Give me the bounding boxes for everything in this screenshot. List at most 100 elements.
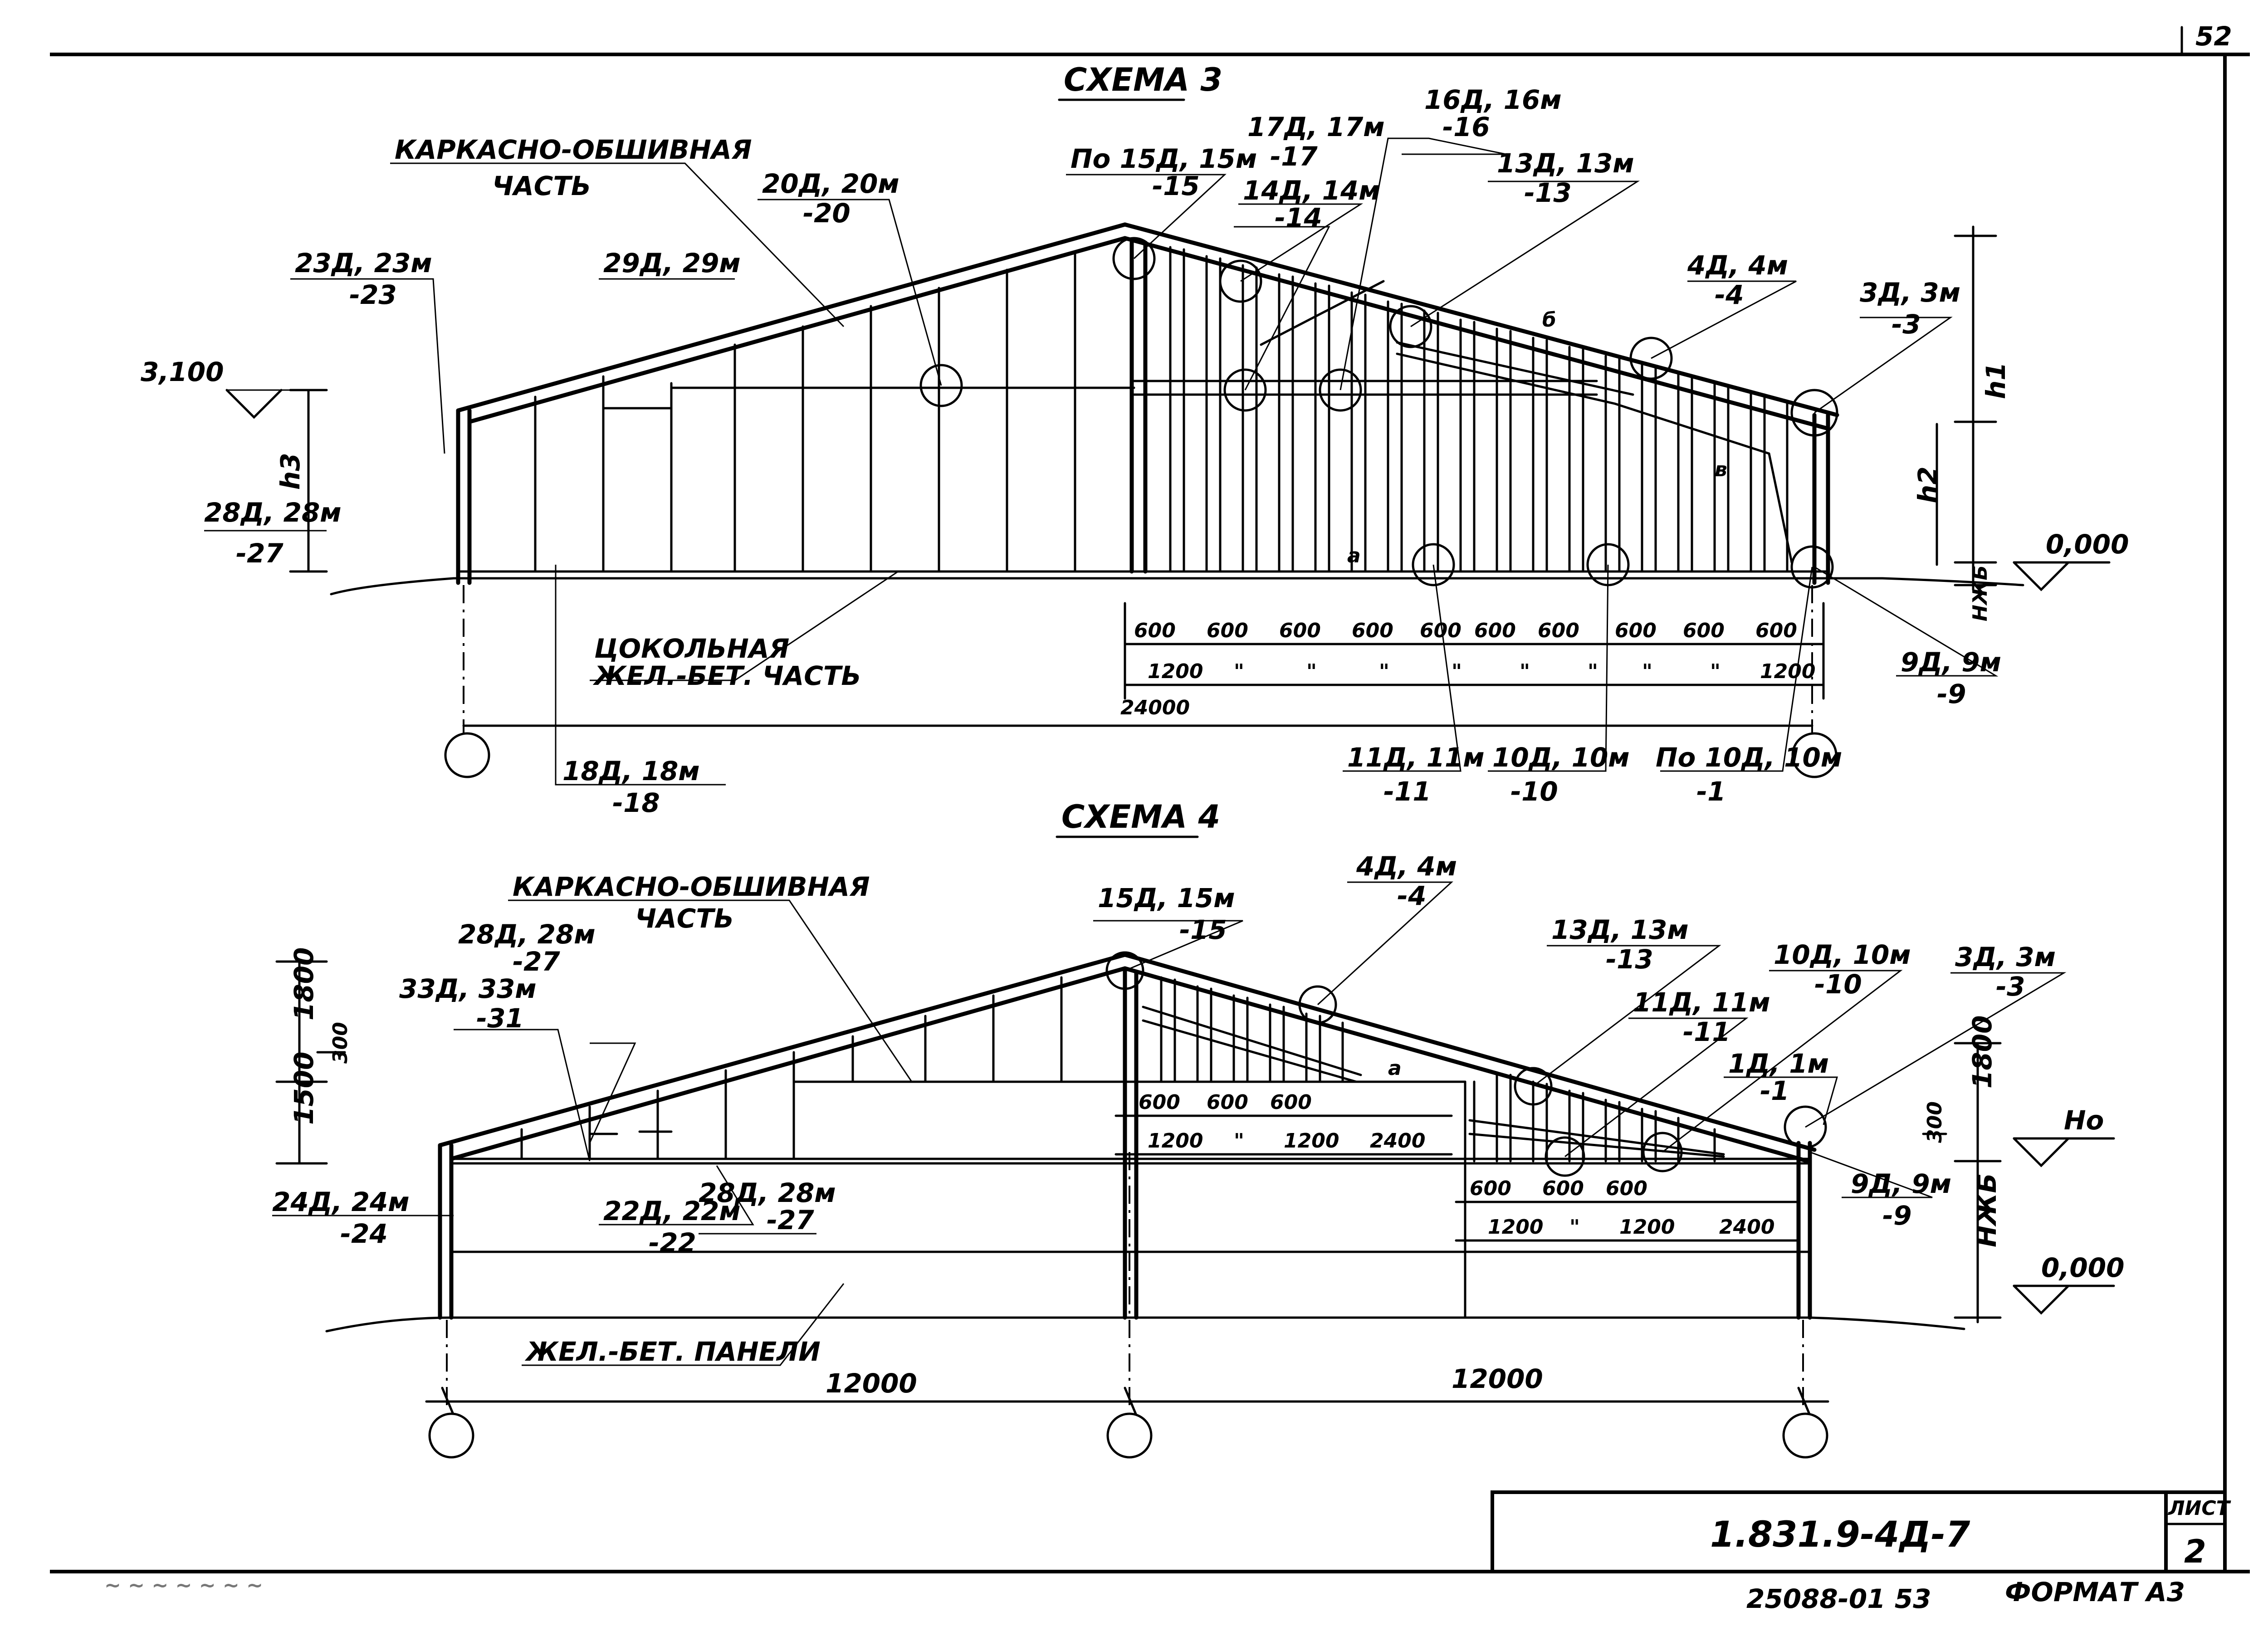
- s4-dimA-top-2: 600: [1207, 1091, 1248, 1114]
- s3-h3: h3: [275, 453, 306, 490]
- s3-callout-17-sub: -17: [1270, 141, 1318, 172]
- s3-label-plinth-2: ЖЕЛ.-БЕТ. ЧАСТЬ: [592, 660, 861, 691]
- s3-callout-23: 23Д, 23м: [295, 248, 432, 278]
- s3-callout-28-sub: -27: [236, 538, 284, 569]
- s4-callout-3-sub: -3: [1996, 971, 2025, 1002]
- s4-dimB-mid-2: ": [1569, 1216, 1580, 1239]
- s3-callout-13-sub: -13: [1524, 177, 1572, 208]
- s4-dimA-mid-1: 1200: [1148, 1129, 1203, 1153]
- s4-callout-24: 24Д, 24м: [272, 1187, 410, 1217]
- sheet-number: 2: [2184, 1533, 2206, 1570]
- s4-dimA-mid-2: ": [1234, 1129, 1244, 1153]
- scheme-3-axis-bubble-left: [444, 732, 490, 778]
- s3-callout-10: 10Д, 10м: [1492, 742, 1630, 773]
- s4-dimB-mid-3: 1200: [1619, 1216, 1675, 1239]
- s3-dim-mid-6: ": [1520, 660, 1530, 683]
- footer-left-faint: ~ ~ ~ ~ ~ ~ ~: [104, 1574, 263, 1597]
- scheme-3-axis-bubble-right: [1791, 732, 1838, 778]
- s4-callout-33: 33Д, 33м: [399, 973, 537, 1004]
- s4-v1800: 1800: [288, 947, 319, 1021]
- s3-dim-top-2: 600: [1207, 619, 1248, 642]
- scheme-3-ground-line: [330, 577, 2024, 596]
- s3-dim-top-3: 600: [1279, 619, 1321, 642]
- s4-label-frame-part: КАРКАСНО-ОБШИВНАЯ: [513, 871, 870, 902]
- s4-callout-1: 1Д, 1м: [1728, 1048, 1829, 1079]
- s4-dimA-mid-4: 2400: [1370, 1129, 1425, 1153]
- s4-callout-9-sub: -9: [1882, 1200, 1911, 1231]
- s4-callout-11-sub: -11: [1683, 1016, 1730, 1047]
- s4-v1500: 1500: [288, 1052, 319, 1125]
- s3-callout-28: 28Д, 28м: [204, 497, 342, 528]
- s4-callout-13: 13Д, 13м: [1551, 914, 1689, 945]
- s3-dim-mid-9: ": [1710, 660, 1721, 683]
- s4-mark-a: а: [1388, 1057, 1402, 1080]
- s3-callout-20: 20Д, 20м: [762, 168, 899, 199]
- s3-h1: h1: [1980, 362, 2011, 399]
- scheme-3-title: СХЕМА 3: [1064, 61, 1222, 98]
- s3-callout-9: 9Д, 9м: [1901, 647, 2001, 678]
- s3-callout-4-sub: -4: [1715, 279, 1744, 310]
- s3-callout-15-sub: -15: [1152, 171, 1200, 201]
- s3-callout-10-sub: -10: [1510, 776, 1558, 807]
- sheet-code: 1.831.9-4Д-7: [1710, 1514, 1970, 1555]
- s3-label-frame-part: КАРКАСНО-ОБШИВНАЯ: [395, 134, 752, 165]
- s4-callout-15-sub: -15: [1179, 914, 1227, 945]
- s3-dim-top-9: 600: [1683, 619, 1725, 642]
- s3-callout-16-sub: -16: [1442, 112, 1490, 142]
- s4-label-panels: ЖЕЛ.-БЕТ. ПАНЕЛИ: [524, 1336, 821, 1367]
- s4-dimA-mid-3: 1200: [1284, 1129, 1339, 1153]
- s3-callout-13: 13Д, 13м: [1497, 148, 1634, 179]
- s4-span-right: 12000: [1452, 1363, 1543, 1394]
- s3-callout-29: 29Д, 29м: [603, 248, 741, 278]
- s4-dimB-top-3: 600: [1606, 1177, 1647, 1200]
- s3-label-frame-part-2: ЧАСТЬ: [492, 171, 591, 201]
- s3-elevation-zero: 0,000: [2046, 529, 2129, 560]
- scheme-3: СХЕМА 3: [141, 61, 2129, 818]
- sheet-label: ЛИСТ: [2167, 1497, 2231, 1520]
- s4-callout-28-top: 28Д, 28м: [458, 919, 596, 950]
- s3-callout-14: 14Д, 14м: [1243, 175, 1380, 206]
- sheet-frame: [50, 26, 2250, 1573]
- s4-callout-10: 10Д, 10м: [1774, 939, 1911, 970]
- s3-elevation-3100: 3,100: [141, 357, 224, 387]
- s3-callout-1: По 10Д, 10м: [1656, 742, 1842, 773]
- s3-dim-mid-5: ": [1452, 660, 1462, 683]
- s3-callout-14-sub: -14: [1275, 202, 1322, 233]
- scheme-4-axis-bubble-right: [1782, 1412, 1828, 1459]
- s4-callout-15: 15Д, 15м: [1098, 883, 1235, 913]
- s4-dimB-top-2: 600: [1542, 1177, 1584, 1200]
- s3-callout-20-sub: -20: [803, 198, 850, 229]
- s3-callout-9-sub: -9: [1937, 679, 1966, 709]
- s3-dim-top-8: 600: [1615, 619, 1657, 642]
- s4-label-frame-part-2: ЧАСТЬ: [635, 903, 734, 934]
- s3-callout-18: 18Д, 18м: [562, 756, 700, 786]
- s4-callout-13-sub: -13: [1606, 944, 1653, 975]
- s4-v1800-right: 1800: [1967, 1016, 1998, 1089]
- s3-callout-3-sub: -3: [1892, 309, 1921, 340]
- s3-callout-11-sub: -11: [1383, 776, 1431, 807]
- s3-callout-11: 11Д, 11м: [1347, 742, 1485, 773]
- s4-ho: Но: [2064, 1105, 2104, 1136]
- s3-callout-3: 3Д, 3м: [1860, 277, 1960, 308]
- scheme-4-ground-line: [325, 1316, 1965, 1333]
- footer-number: 25088-01 53: [1746, 1583, 1931, 1614]
- s3-dim-top-5: 600: [1420, 619, 1461, 642]
- scheme-3-outline: [456, 222, 1839, 585]
- s4-zero: 0,000: [2041, 1252, 2124, 1283]
- s3-dim-mid-1: 1200: [1148, 660, 1203, 683]
- s4-callout-24-sub: -24: [340, 1218, 388, 1249]
- s3-callout-18-sub: -18: [612, 787, 660, 818]
- s3-label-plinth: ЦОКОЛЬНАЯ: [594, 633, 789, 664]
- scheme-3-leaders: [204, 137, 1999, 786]
- s4-callout-4-sub: -4: [1397, 880, 1426, 911]
- s3-callout-16: 16Д, 16м: [1424, 84, 1562, 115]
- corner-page-number: 52: [2195, 21, 2232, 52]
- s4-dimB-top-1: 600: [1470, 1177, 1511, 1200]
- s3-mark-v: в: [1715, 458, 1727, 481]
- s4-callout-3: 3Д, 3м: [1955, 942, 2056, 972]
- s3-dim-top-1: 600: [1134, 619, 1176, 642]
- s4-callout-10-sub: -10: [1814, 969, 1862, 1000]
- s3-callout-15: По 15Д, 15м: [1070, 143, 1257, 174]
- s4-callout-11: 11Д, 11м: [1633, 987, 1770, 1018]
